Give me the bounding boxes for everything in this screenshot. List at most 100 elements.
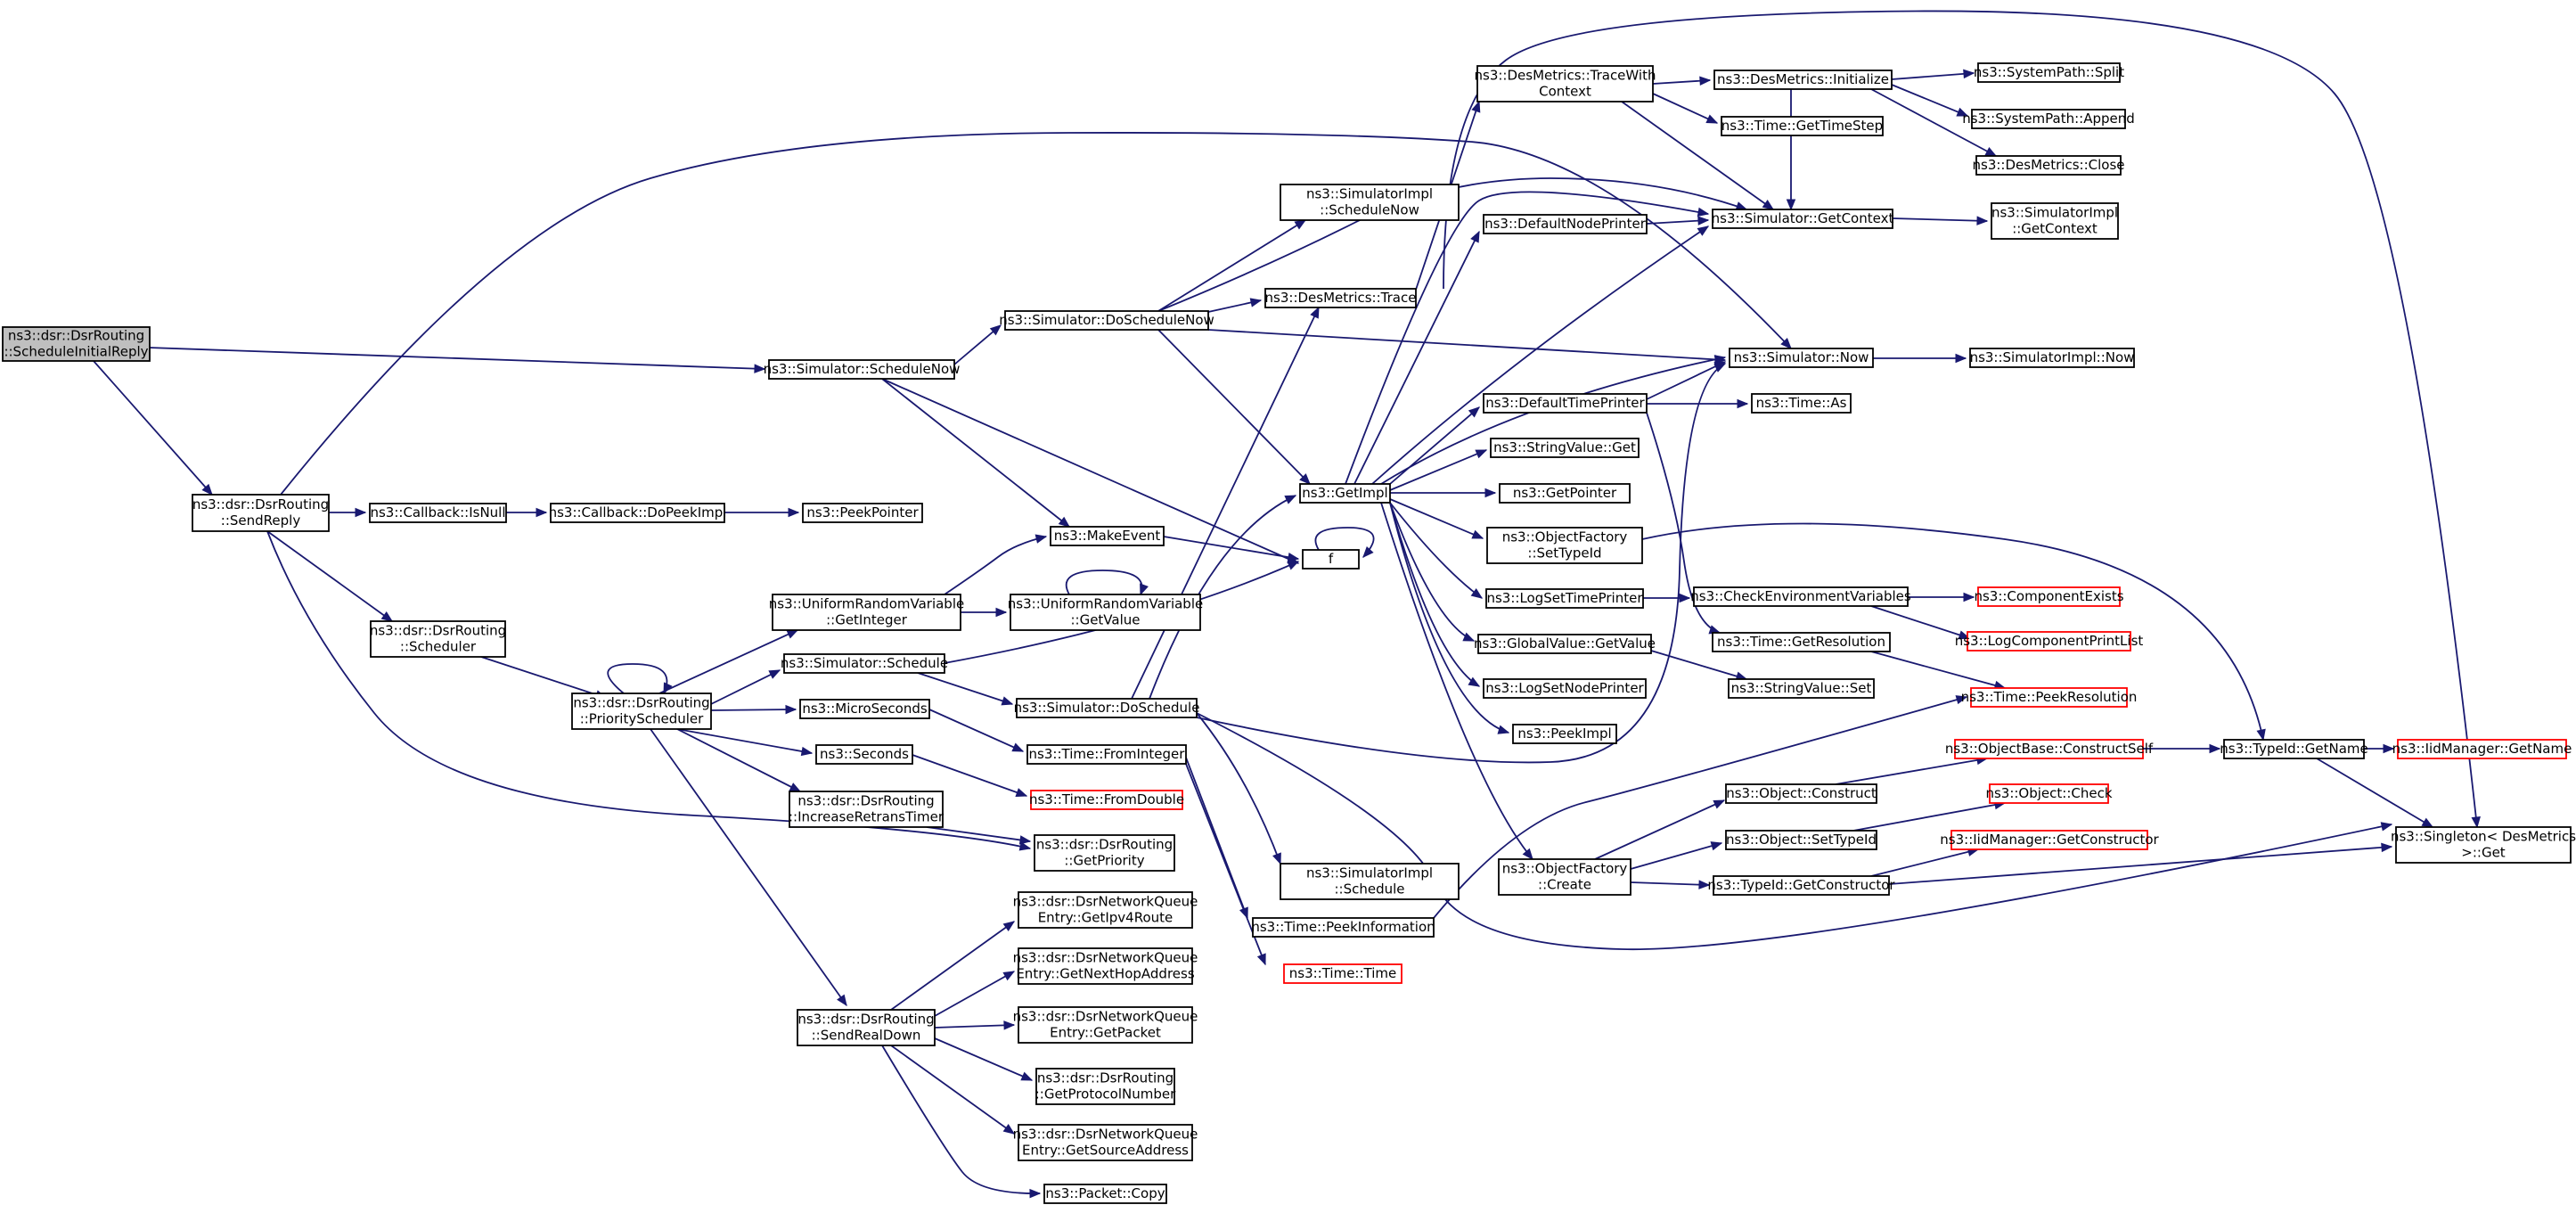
node-label: ::SendReply (221, 512, 301, 529)
node-sim-schedule[interactable]: ns3::Simulator::Schedule (781, 653, 948, 674)
node-get-priority[interactable]: ns3::dsr::DsrRouting::GetPriority (1034, 834, 1175, 872)
edge-scheduler-to-prioSched (480, 656, 608, 700)
edge-checkEnv-to-compExists (1908, 592, 1975, 602)
node-box (1299, 483, 1391, 504)
node-sim-get-ctx[interactable]: ns3::Simulator::GetContext (1712, 209, 1894, 229)
edge-objConstruct-to-objBaseConstructSelf (1835, 755, 1989, 785)
edge-line (1149, 495, 1296, 700)
node-obj-set-type-id[interactable]: ns3::Object::SetTypeId (1725, 830, 1877, 850)
node-sim-schedule-now[interactable]: ns3::Simulator::ScheduleNow (764, 359, 961, 380)
node-get-pointer[interactable]: ns3::GetPointer (1499, 483, 1631, 504)
node-def-node-printer[interactable]: ns3::DefaultNodePrinter (1483, 214, 1648, 234)
node-comp-exists[interactable]: ns3::ComponentExists (1974, 586, 2124, 607)
node-box (1498, 858, 1631, 896)
node-obj-check[interactable]: ns3::Object::Check (1985, 783, 2113, 804)
node-label: ns3::LogComponentPrintList (1955, 633, 2144, 649)
node-time-get-step[interactable]: ns3::Time::GetTimeStep (1721, 116, 1884, 136)
arrowhead (1699, 76, 1712, 86)
node-send-real-down[interactable]: ns3::dsr::DsrRouting::SendRealDown (797, 1009, 936, 1046)
node-micro-sec[interactable]: ns3::MicroSeconds (799, 699, 930, 719)
node-time-peek-info[interactable]: ns3::Time::PeekInformation (1251, 917, 1435, 938)
node-box (1977, 62, 2121, 83)
node-of-create[interactable]: ns3::ObjectFactory::Create (1498, 858, 1631, 896)
node-time-peek-res[interactable]: ns3::Time::PeekResolution (1961, 687, 2138, 708)
node-impl-now[interactable]: ns3::SimulatorImpl::Now (1969, 348, 2135, 368)
node-pkt-copy[interactable]: ns3::Packet::Copy (1043, 1184, 1167, 1204)
arrowhead (1011, 742, 1025, 752)
node-cb-do-peek[interactable]: ns3::Callback::DoPeekImpl (549, 503, 727, 523)
node-str-val-get[interactable]: ns3::StringValue::Get (1490, 438, 1640, 458)
node-impl-schedule[interactable]: ns3::SimulatorImpl::Schedule (1280, 863, 1460, 900)
node-obj-construct[interactable]: ns3::Object::Construct (1725, 783, 1877, 804)
arrowhead (995, 607, 1008, 618)
node-box (1483, 678, 1647, 699)
node-singleton-get[interactable]: ns3::Singleton< DesMetrics >::Get (2391, 826, 2576, 864)
edge-simDoSchedule-to-implSchedule (1196, 712, 1281, 865)
node-des-init[interactable]: ns3::DesMetrics::Initialize (1713, 70, 1893, 90)
node-str-val-set[interactable]: ns3::StringValue::Set (1728, 678, 1875, 699)
edge-line (2316, 758, 2433, 828)
node-def-time-printer[interactable]: ns3::DefaultTimePrinter (1483, 393, 1648, 414)
node-impl-schedule-now[interactable]: ns3::SimulatorImpl::ScheduleNow (1280, 184, 1460, 221)
edge-simDoSchedule-to-getImpl (1149, 495, 1297, 700)
edge-timeGetRes-to-timePeekRes (1870, 651, 2007, 691)
node-cb-is-null[interactable]: ns3::Callback::IsNull (369, 503, 507, 523)
node-time-as[interactable]: ns3::Time::As (1751, 393, 1852, 414)
node-q-get-packet[interactable]: ns3::dsr::DsrNetworkQueueEntry::GetPacke… (1013, 1006, 1198, 1044)
node-sp-split[interactable]: ns3::SystemPath::Split (1974, 62, 2124, 83)
node-sp-append[interactable]: ns3::SystemPath::Append (1962, 109, 2135, 129)
node-log-set-time[interactable]: ns3::LogSetTimePrinter (1485, 588, 1644, 609)
node-label: ns3::dsr::DsrRouting (192, 496, 329, 512)
node-q-get-src[interactable]: ns3::dsr::DsrNetworkQueueEntry::GetSourc… (1013, 1124, 1198, 1161)
node-type-id-get-ctor[interactable]: ns3::TypeId::GetConstructor (1707, 875, 1895, 896)
edge-line (658, 629, 798, 694)
node-time-time[interactable]: ns3::Time::Time (1283, 963, 1402, 984)
node-q-get-next-hop[interactable]: ns3::dsr::DsrNetworkQueueEntry::GetNextH… (1013, 947, 1198, 985)
arrowhead (837, 994, 847, 1007)
edge-line (1196, 363, 1726, 764)
node-sim-do-schedule[interactable]: ns3::Simulator::DoSchedule (1014, 698, 1200, 718)
node-box (1018, 947, 1193, 985)
node-peek-impl[interactable]: ns3::PeekImpl (1512, 724, 1617, 744)
node-scheduler[interactable]: ns3::dsr::DsrRouting::Scheduler (370, 620, 506, 658)
node-iid-get-ctor[interactable]: ns3::IidManager::GetConstructor (1940, 830, 2160, 850)
node-urv-get-val[interactable]: ns3::UniformRandomVariable::GetValue (1008, 594, 1203, 631)
node-f[interactable]: f (1302, 549, 1360, 570)
node-seconds[interactable]: ns3::Seconds (815, 744, 913, 765)
node-q-get-ipv4[interactable]: ns3::dsr::DsrNetworkQueueEntry::GetIpv4R… (1013, 891, 1198, 929)
node-sim-do-schedule-now[interactable]: ns3::Simulator::DoScheduleNow (999, 310, 1214, 331)
edge-prioSched-to-sendRealDown (650, 728, 847, 1007)
node-type-id-get-name[interactable]: ns3::TypeId::GetName (2220, 739, 2368, 759)
arrowhead (1468, 406, 1481, 418)
node-get-impl[interactable]: ns3::GetImpl (1299, 483, 1391, 504)
node-gv-get-value[interactable]: ns3::GlobalValue::GetValue (1474, 634, 1656, 654)
node-inc-retrans[interactable]: ns3::dsr::DsrRouting::IncreaseRetransTim… (789, 791, 945, 828)
node-time-get-res[interactable]: ns3::Time::GetResolution (1712, 632, 1891, 652)
node-label: ::SetTypeId (1527, 545, 1601, 561)
node-prio-sched[interactable]: ns3::dsr::DsrRouting::PriorityScheduler (571, 693, 712, 730)
node-check-env[interactable]: ns3::CheckEnvironmentVariables (1690, 586, 1911, 607)
node-label: ns3::Time::GetTimeStep (1721, 118, 1883, 134)
node-iid-get-name[interactable]: ns3::IidManager::GetName (2392, 739, 2572, 759)
node-des-trace[interactable]: ns3::DesMetrics::Trace (1264, 288, 1417, 308)
node-of-set-type-id[interactable]: ns3::ObjectFactory::SetTypeId (1486, 527, 1643, 564)
edge-line (1389, 502, 1483, 599)
node-send-reply[interactable]: ns3::dsr::DsrRouting::SendReply (192, 494, 330, 532)
node-sim-now[interactable]: ns3::Simulator::Now (1729, 348, 1874, 368)
node-get-proto[interactable]: ns3::dsr::DsrRouting::GetProtocolNumber (1035, 1068, 1176, 1105)
node-root[interactable]: ns3::dsr::DsrRouting::ScheduleInitialRep… (2, 326, 151, 362)
node-impl-get-ctx[interactable]: ns3::SimulatorImpl::GetContext (1991, 202, 2119, 240)
node-obj-base-construct-self[interactable]: ns3::ObjectBase::ConstructSelf (1945, 739, 2154, 759)
node-log-set-node[interactable]: ns3::LogSetNodePrinter (1483, 678, 1647, 699)
node-time-from-dbl[interactable]: ns3::Time::FromDouble (1029, 790, 1184, 810)
node-make-event[interactable]: ns3::MakeEvent (1050, 526, 1165, 546)
node-time-from-int[interactable]: ns3::Time::FromInteger (1026, 744, 1187, 765)
node-urv-get-int[interactable]: ns3::UniformRandomVariable::GetInteger (769, 594, 964, 631)
node-peek-pointer[interactable]: ns3::PeekPointer (802, 503, 923, 523)
node-log-comp-print[interactable]: ns3::LogComponentPrintList (1955, 631, 2144, 652)
node-des-close[interactable]: ns3::DesMetrics::Close (1973, 155, 2125, 176)
node-label: ns3::Simulator::DoSchedule (1014, 700, 1200, 716)
node-label: ns3::CheckEnvironmentVariables (1690, 588, 1911, 604)
node-box (1725, 783, 1877, 804)
